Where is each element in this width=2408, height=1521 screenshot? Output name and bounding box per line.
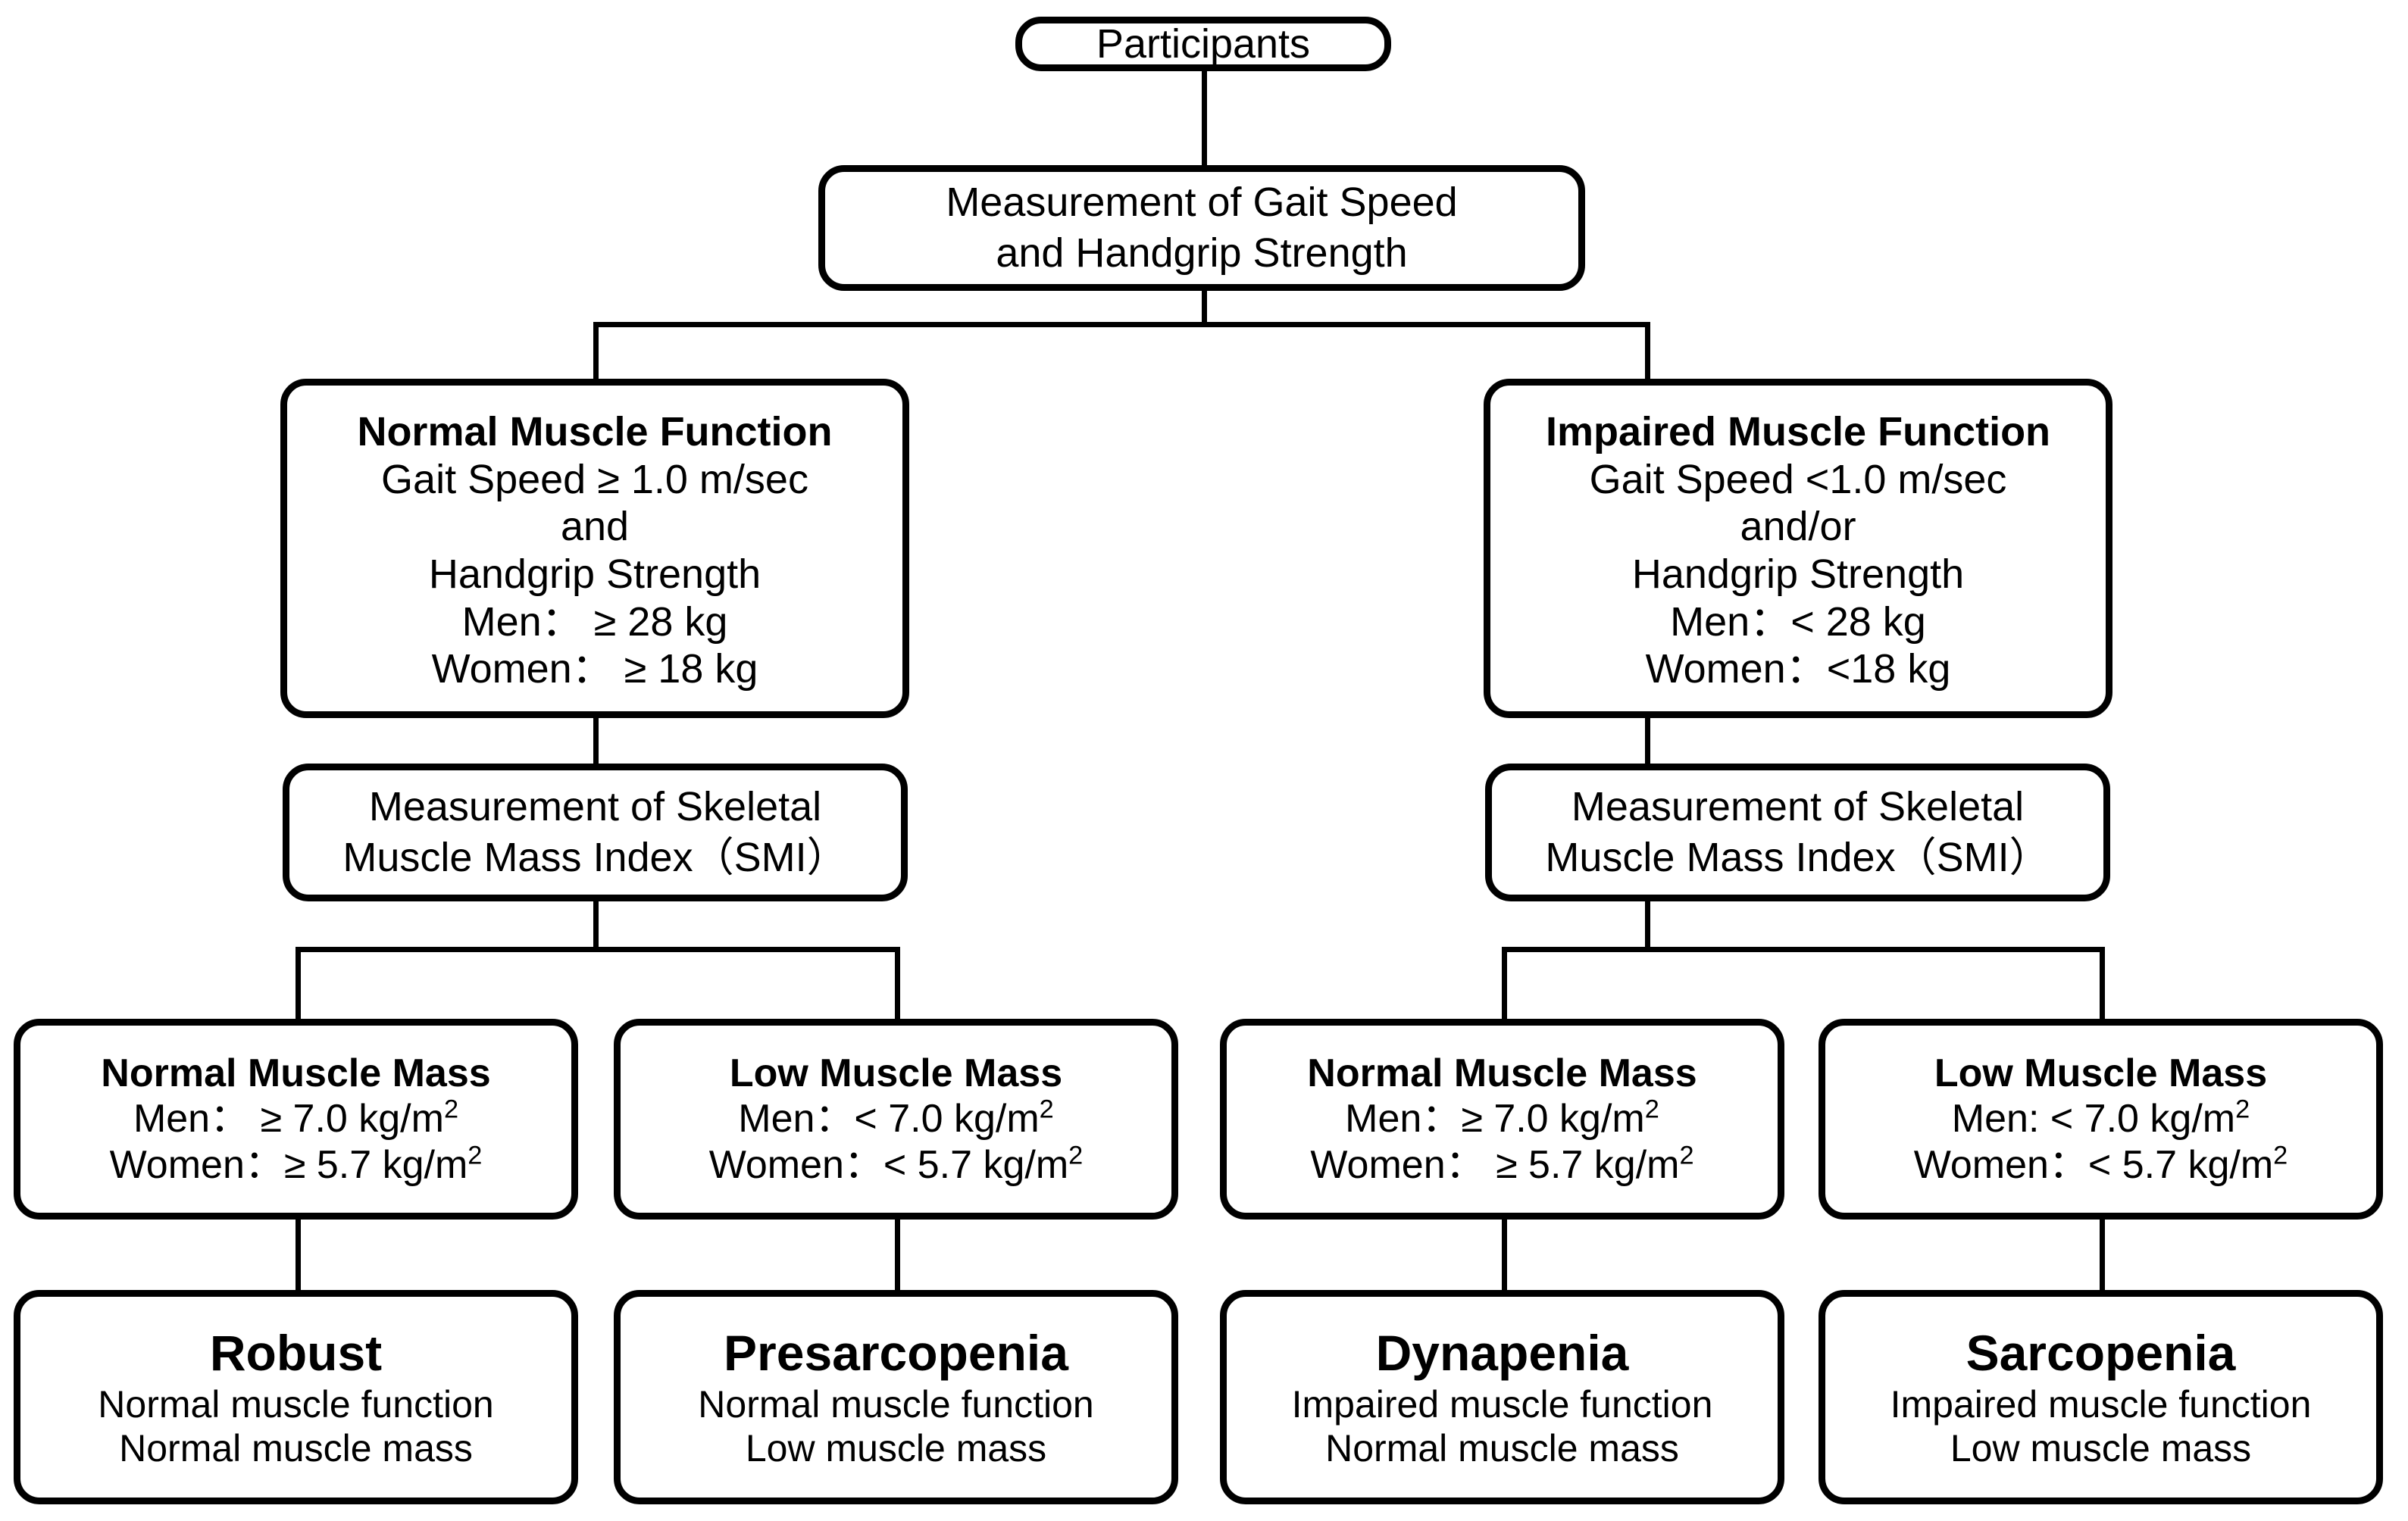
connector-drop-normal-function: [593, 322, 599, 394]
node-participants[interactable]: Participants: [1015, 17, 1391, 71]
robust-title: Robust: [209, 1325, 383, 1382]
node-impaired-muscle-function[interactable]: Impaired Muscle Function Gait Speed <1.0…: [1484, 379, 2112, 718]
node-dynapenia[interactable]: Dynapenia Impaired muscle function Norma…: [1220, 1290, 1784, 1504]
connector-normal-function-to-smi: [593, 712, 599, 765]
normal-mass-right-women: Women： ≥ 5.7 kg/m2: [1310, 1141, 1694, 1187]
normal-mass-left-men: Men： ≥ 7.0 kg/m2: [133, 1095, 459, 1142]
low-mass-right-title: Low Muscle Mass: [1934, 1051, 2268, 1096]
node-low-muscle-mass-right[interactable]: Low Muscle Mass Men: < 7.0 kg/m2 Women：<…: [1819, 1019, 2383, 1220]
node-presarcopenia[interactable]: Presarcopenia Normal muscle function Low…: [614, 1290, 1178, 1504]
connector-smi-left-bar-a: [296, 947, 599, 952]
node-robust[interactable]: Robust Normal muscle function Normal mus…: [14, 1290, 578, 1504]
smi-left-line-2: Muscle Mass Index（SMI）: [342, 835, 848, 880]
normal-function-line-4: Men： ≥ 28 kg: [461, 598, 728, 645]
node-measurement-of-gait-speed[interactable]: Measurement of Gait Speed and Handgrip S…: [818, 165, 1585, 291]
connector-drop-low-mass-right: [2100, 947, 2105, 1021]
low-mass-left-title: Low Muscle Mass: [729, 1051, 1063, 1096]
node-normal-muscle-mass-right[interactable]: Normal Muscle Mass Men：≥ 7.0 kg/m2 Women…: [1220, 1019, 1784, 1220]
impaired-function-line-1: Gait Speed <1.0 m/sec: [1589, 456, 2007, 502]
normal-mass-right-men: Men：≥ 7.0 kg/m2: [1345, 1095, 1659, 1142]
connector-impaired-function-to-smi: [1645, 712, 1650, 765]
sarcopenia-line-1: Impaired muscle function: [1890, 1382, 2312, 1426]
connector-smi-right-bar-b: [1645, 947, 2105, 952]
connector-smi-right-bar-a: [1502, 947, 1650, 952]
dynapenia-title: Dynapenia: [1375, 1325, 1629, 1382]
connector-split-bar-top-right: [1202, 322, 1650, 327]
presarcopenia-line-1: Normal muscle function: [698, 1382, 1094, 1426]
connector-drop-normal-mass-right: [1502, 947, 1507, 1021]
impaired-function-line-5: Women：<18 kg: [1645, 646, 1951, 692]
connector-drop-low-mass-left: [895, 947, 900, 1021]
sarcopenia-line-2: Low muscle mass: [1950, 1426, 2252, 1469]
node-normal-muscle-function[interactable]: Normal Muscle Function Gait Speed ≥ 1.0 …: [280, 379, 909, 718]
presarcopenia-title: Presarcopenia: [724, 1325, 1068, 1382]
low-mass-right-women: Women：< 5.7 kg/m2: [1913, 1141, 2288, 1187]
presarcopenia-line-2: Low muscle mass: [745, 1426, 1047, 1469]
robust-line-2: Normal muscle mass: [119, 1426, 473, 1469]
normal-function-line-5: Women： ≥ 18 kg: [431, 646, 758, 692]
smi-left-line-1: Measurement of Skeletal: [368, 784, 822, 830]
connector-normal-mass-left-to-robust: [296, 1218, 301, 1292]
connector-smi-left-stem: [593, 901, 599, 951]
impaired-function-line-2: and/or: [1740, 504, 1856, 550]
smi-right-line-1: Measurement of Skeletal: [1571, 784, 2025, 830]
node-smi-measurement-right[interactable]: Measurement of Skeletal Muscle Mass Inde…: [1485, 764, 2110, 901]
impaired-function-line-4: Men：< 28 kg: [1670, 598, 1926, 645]
connector-smi-left-bar-b: [593, 947, 900, 952]
normal-function-title: Normal Muscle Function: [357, 409, 833, 455]
normal-function-line-1: Gait Speed ≥ 1.0 m/sec: [381, 456, 808, 502]
normal-mass-left-women: Women：≥ 5.7 kg/m2: [109, 1141, 483, 1187]
node-low-muscle-mass-left[interactable]: Low Muscle Mass Men：< 7.0 kg/m2 Women：< …: [614, 1019, 1178, 1220]
connector-drop-impaired-function: [1645, 322, 1650, 394]
robust-line-1: Normal muscle function: [98, 1382, 494, 1426]
low-mass-left-men: Men：< 7.0 kg/m2: [738, 1095, 1054, 1142]
measurement-line-1: Measurement of Gait Speed: [946, 180, 1458, 226]
participants-label: Participants: [1096, 21, 1311, 67]
impaired-function-line-3: Handgrip Strength: [1631, 551, 1965, 597]
dynapenia-line-1: Impaired muscle function: [1291, 1382, 1713, 1426]
smi-right-line-2: Muscle Mass Index（SMI）: [1545, 835, 2050, 880]
dynapenia-line-2: Normal muscle mass: [1325, 1426, 1679, 1469]
connector-measurement-stem: [1202, 286, 1207, 324]
connector-normal-mass-right-to-dynapenia: [1502, 1218, 1507, 1292]
normal-function-line-2: and: [560, 504, 630, 550]
normal-function-line-3: Handgrip Strength: [428, 551, 761, 597]
node-sarcopenia[interactable]: Sarcopenia Impaired muscle function Low …: [1819, 1290, 2383, 1504]
connector-drop-normal-mass-left: [296, 947, 301, 1021]
node-normal-muscle-mass-left[interactable]: Normal Muscle Mass Men： ≥ 7.0 kg/m2 Wome…: [14, 1019, 578, 1220]
normal-mass-left-title: Normal Muscle Mass: [101, 1051, 491, 1096]
connector-participants-to-measurement: [1202, 64, 1207, 170]
low-mass-left-women: Women：< 5.7 kg/m2: [708, 1141, 1084, 1187]
connector-smi-right-stem: [1645, 901, 1650, 951]
normal-mass-right-title: Normal Muscle Mass: [1307, 1051, 1697, 1096]
node-smi-measurement-left[interactable]: Measurement of Skeletal Muscle Mass Inde…: [283, 764, 908, 901]
connector-split-bar-top-left: [593, 322, 1207, 327]
impaired-function-title: Impaired Muscle Function: [1545, 409, 2051, 455]
connector-low-mass-left-to-presarcopenia: [895, 1218, 900, 1292]
low-mass-right-men: Men: < 7.0 kg/m2: [1951, 1095, 2250, 1142]
measurement-line-2: and Handgrip Strength: [996, 230, 1408, 276]
sarcopenia-title: Sarcopenia: [1965, 1325, 2236, 1382]
connector-low-mass-right-to-sarcopenia: [2100, 1218, 2105, 1292]
